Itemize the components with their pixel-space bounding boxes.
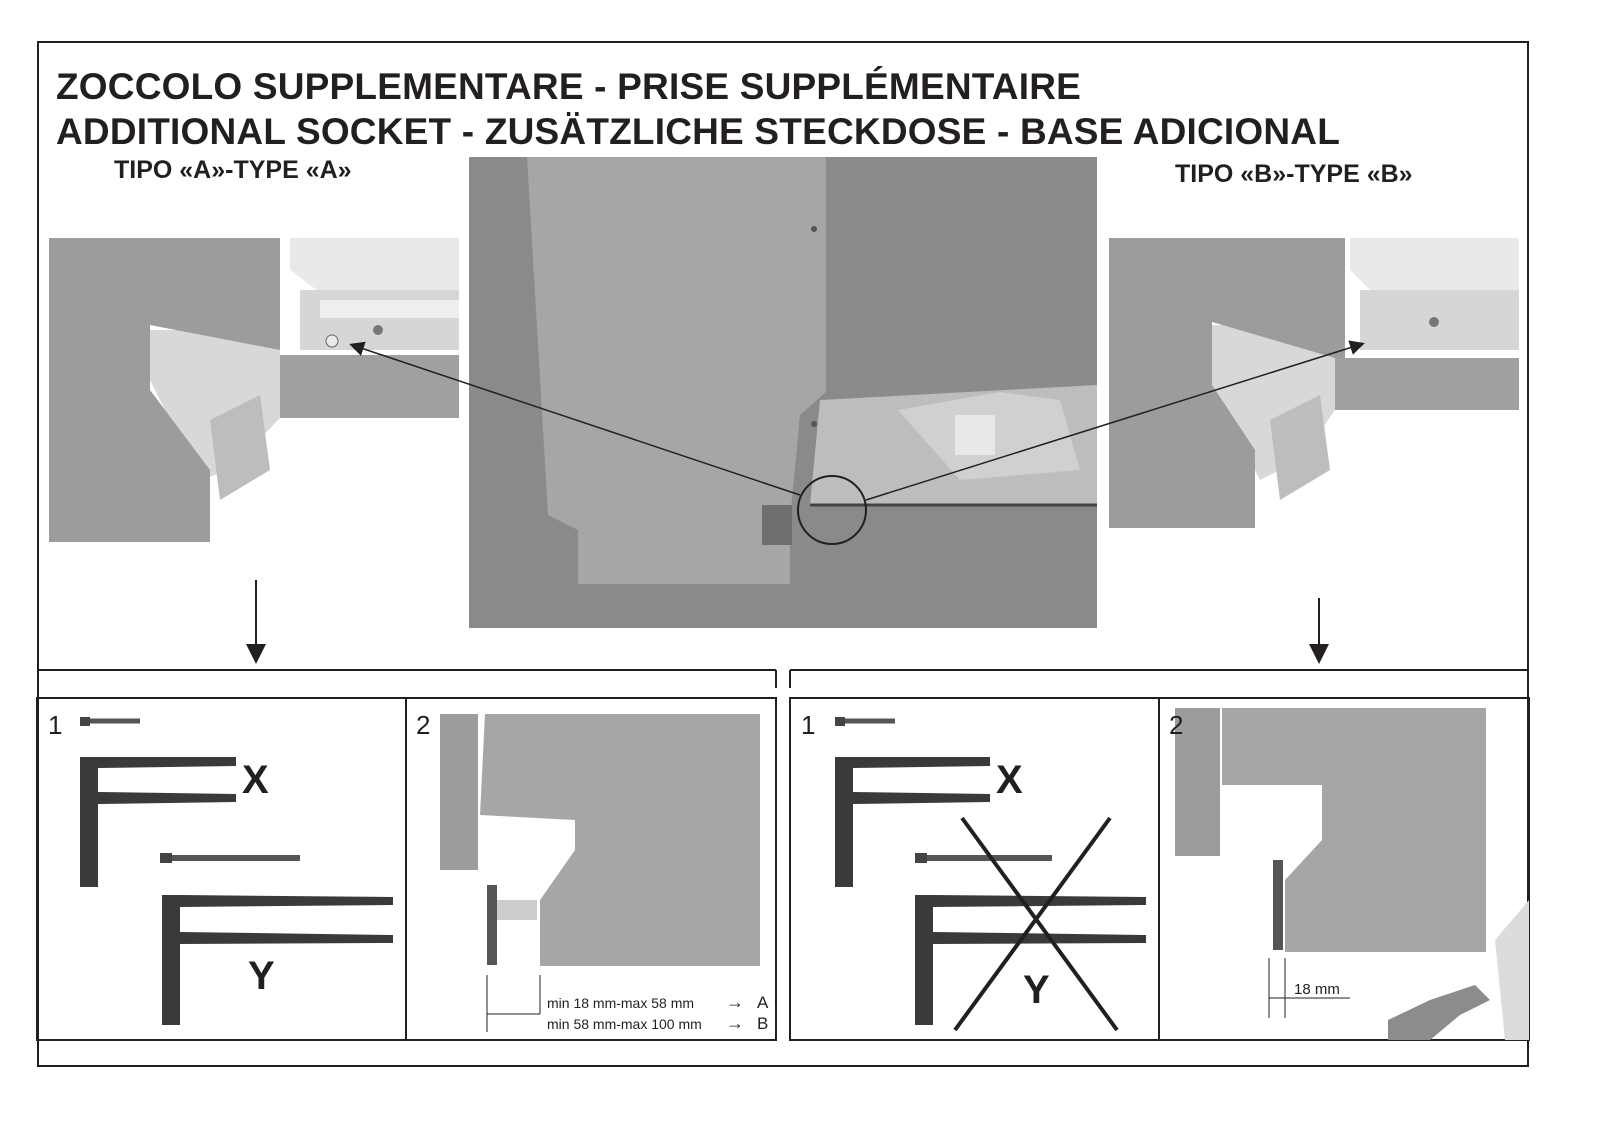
type-a-detail-photo	[49, 238, 459, 542]
type-b-label: TIPO «B»-TYPE «B»	[1175, 160, 1413, 188]
leader-arrow-type-a	[349, 341, 801, 496]
instruction-sheet-frame	[37, 41, 1529, 1067]
type-b-detail-photo	[1109, 238, 1519, 528]
page-curl-icon	[1495, 900, 1529, 1040]
title-line-2: ADDITIONAL SOCKET - ZUSÄTZLICHE STECKDOS…	[56, 111, 1340, 152]
center-dishwasher-photo	[469, 157, 1097, 628]
arrow-right-icon: →	[726, 1013, 744, 1033]
panel-a-step1-art	[80, 717, 393, 1025]
arrow-right-icon: →	[726, 992, 744, 1012]
panel-b-step2-number: 2	[1169, 710, 1184, 740]
panel-a-label-y: Y	[248, 954, 275, 998]
measure-18mm: 18 mm	[1294, 981, 1340, 998]
panel-b-label-y: Y	[1023, 968, 1050, 1012]
panel-b-label-x: X	[996, 758, 1023, 802]
panel-a-step2-art	[440, 714, 760, 1032]
type-a-label: TIPO «A»-TYPE «A»	[114, 156, 352, 184]
panel-b-step1-art	[835, 717, 1146, 1032]
range-a-text: min 18 mm-max 58 mm	[547, 995, 695, 1011]
panel-a-step1-number: 1	[48, 710, 63, 740]
panel-a-label-x: X	[242, 758, 269, 802]
panel-b-step2-art	[1175, 708, 1529, 1040]
detail-circle	[797, 475, 867, 545]
panel-a-step2-number: 2	[416, 710, 431, 740]
cross-out-icon	[960, 816, 1119, 1032]
range-b-text: min 58 mm-max 100 mm	[547, 1016, 702, 1032]
step-panels-grid	[36, 697, 1530, 1041]
leader-arrow-type-b	[865, 340, 1365, 501]
hand-icon	[1388, 985, 1490, 1040]
title-line-1: ZOCCOLO SUPPLEMENTARE - PRISE SUPPLÉMENT…	[56, 66, 1081, 107]
letter-a: A	[757, 993, 769, 1012]
panel-b-step1-number: 1	[801, 710, 816, 740]
letter-b: B	[757, 1014, 769, 1033]
